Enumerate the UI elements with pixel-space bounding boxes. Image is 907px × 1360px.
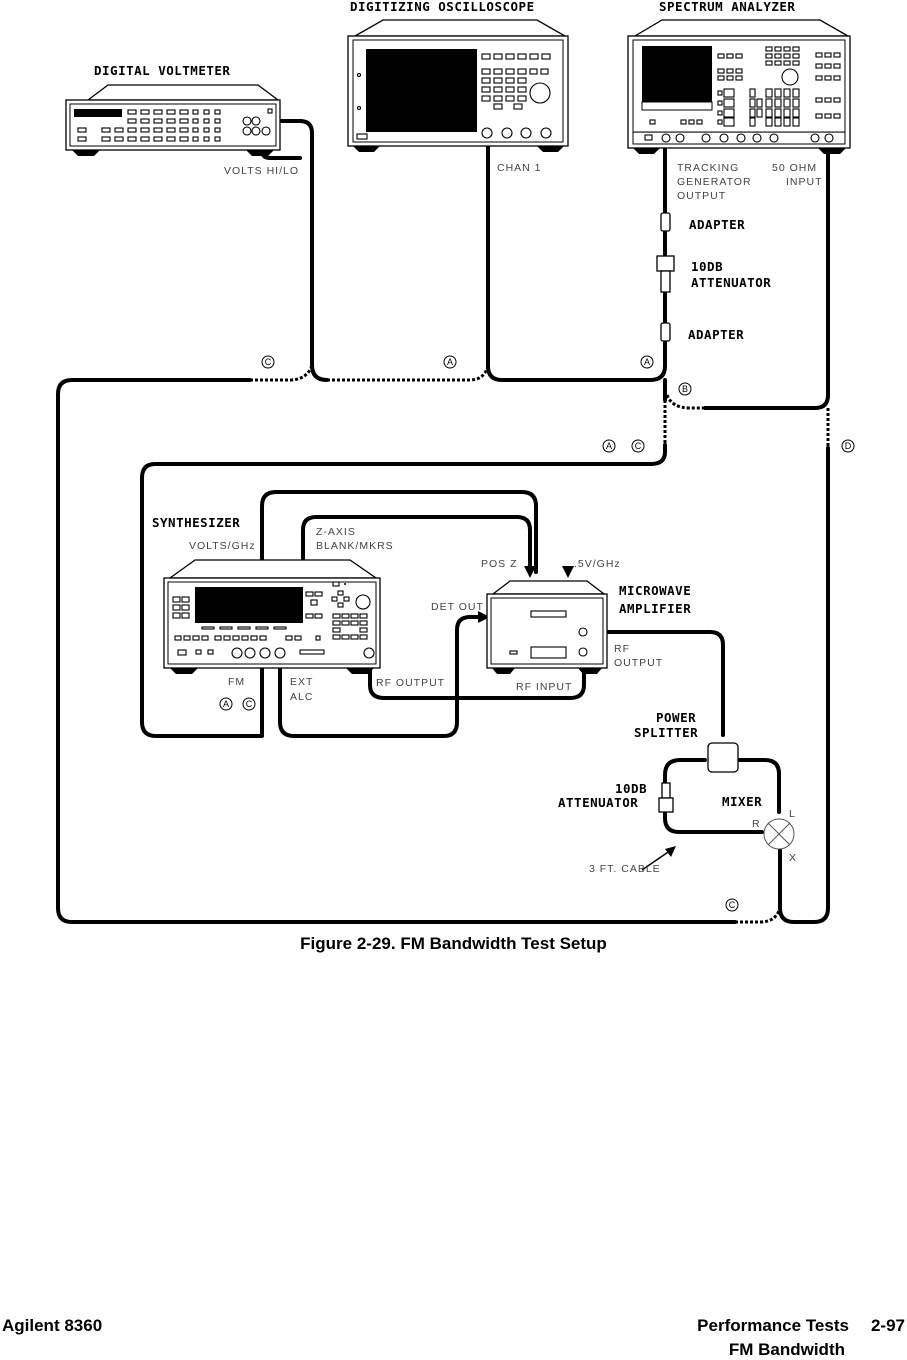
det-out-label: DET OUT bbox=[431, 601, 484, 613]
arrow-half-v-icon bbox=[562, 566, 574, 578]
marker-c-low: C bbox=[632, 440, 644, 452]
attenuator-top-label-1: 10DB bbox=[691, 259, 723, 274]
svg-text:A: A bbox=[606, 441, 612, 451]
adapter-attenuator-chain: ADAPTER 10DB ATTENUATOR ADAPTER bbox=[657, 213, 771, 342]
svg-text:B: B bbox=[682, 384, 688, 394]
footer-section-line: Performance Tests 2-97 bbox=[697, 1316, 905, 1336]
power-splitter-title-2: SPLITTER bbox=[634, 725, 698, 740]
amplifier-title-2: AMPLIFIER bbox=[619, 601, 691, 616]
svg-text:D: D bbox=[845, 441, 852, 451]
svg-text:C: C bbox=[265, 357, 272, 367]
mixer-icon bbox=[764, 819, 794, 849]
svg-text:C: C bbox=[635, 441, 642, 451]
marker-a-low: A bbox=[603, 440, 615, 452]
power-splitter-title-1: POWER bbox=[656, 710, 696, 725]
volts-hilo-label: VOLTS HI/LO bbox=[224, 165, 299, 177]
half-v-ghz-label: .5V/GHz bbox=[574, 558, 621, 570]
mixer-r-label: R bbox=[752, 818, 761, 830]
power-splitter-mixer-assembly: POWER SPLITTER 10DB ATTENUATOR MIXER R L… bbox=[558, 710, 797, 875]
attenuator-bottom-body bbox=[659, 798, 673, 812]
adapter-2-label: ADAPTER bbox=[688, 327, 744, 342]
adapter-1-label: ADAPTER bbox=[689, 217, 745, 232]
svg-text:C: C bbox=[246, 699, 253, 709]
cable-3ft bbox=[665, 813, 762, 832]
voltmeter-title: DIGITAL VOLTMETER bbox=[94, 63, 230, 78]
marker-b: B bbox=[679, 383, 691, 395]
z-axis-label-1: Z-AXIS bbox=[316, 526, 356, 538]
svg-text:A: A bbox=[644, 357, 650, 367]
tracking-generator-output-jack[interactable] bbox=[662, 134, 670, 142]
cable-b-dashed bbox=[667, 395, 705, 408]
adapter-bottom bbox=[661, 323, 670, 341]
footer-subsection: FM Bandwidth bbox=[729, 1340, 845, 1360]
attenuator-bottom-label-1: 10DB bbox=[615, 781, 647, 796]
synthesizer-ext-alc-jack[interactable] bbox=[275, 648, 285, 658]
ext-alc-label-2: ALC bbox=[290, 691, 313, 703]
amplifier-rf-input-jack[interactable] bbox=[579, 648, 587, 656]
svg-text:C: C bbox=[729, 900, 736, 910]
amplifier-title-1: MICROWAVE bbox=[619, 583, 691, 598]
attenuator-top-label-2: ATTENUATOR bbox=[691, 275, 771, 290]
oscilloscope-title: DIGITIZING OSCILLOSCOPE bbox=[350, 0, 535, 14]
figure-caption: Figure 2-29. FM Bandwidth Test Setup bbox=[0, 934, 907, 954]
attenuator-top-body bbox=[657, 256, 674, 271]
fm-bandwidth-test-setup-diagram: DIGITAL VOLTMETER VOLTS HI/LO DIGITIZING… bbox=[0, 0, 907, 940]
cable-note-label: 3 FT. CABLE bbox=[589, 863, 661, 875]
tracking-label-2: GENERATOR bbox=[677, 176, 752, 188]
volts-ghz-label: VOLTS/GHz bbox=[189, 540, 256, 552]
footer-product: Agilent 8360 bbox=[2, 1316, 102, 1336]
cable-c-bottom-dashed bbox=[735, 908, 780, 922]
marker-c-bottom: C bbox=[726, 899, 738, 911]
cable-d bbox=[780, 448, 828, 922]
adapter-top bbox=[661, 213, 670, 231]
svg-text:A: A bbox=[447, 357, 453, 367]
marker-a-right: A bbox=[641, 356, 653, 368]
voltmeter-lo-jack[interactable] bbox=[252, 127, 260, 135]
amp-rf-output-label-1: RF bbox=[614, 643, 630, 655]
digitizing-oscilloscope: DIGITIZING OSCILLOSCOPE CHAN 1 bbox=[348, 0, 568, 174]
cable-splitter-left bbox=[665, 760, 705, 785]
oscilloscope-chan1-jack[interactable] bbox=[482, 128, 492, 138]
pos-z-label: POS Z bbox=[481, 558, 518, 570]
cable-outer-c bbox=[58, 380, 735, 922]
amplifier-rf-output-jack[interactable] bbox=[579, 628, 587, 636]
mixer-l-label: L bbox=[789, 808, 796, 820]
marker-fm-a: A bbox=[220, 698, 232, 710]
amp-rf-output-label-2: OUTPUT bbox=[614, 657, 663, 669]
rf-input-label: RF INPUT bbox=[516, 681, 572, 693]
mixer-title: MIXER bbox=[722, 794, 762, 809]
marker-d: D bbox=[842, 440, 854, 452]
cable-a-dashed bbox=[327, 366, 488, 380]
spectrum-analyzer-50ohm-input-jack[interactable] bbox=[825, 134, 833, 142]
mixer-x-label: X bbox=[789, 852, 797, 864]
tracking-label-3: OUTPUT bbox=[677, 190, 726, 202]
microwave-amplifier: POS Z .5V/GHz DET OUT MICROWAVE AMPLIFIE… bbox=[431, 558, 691, 693]
synthesizer-title: SYNTHESIZER bbox=[152, 515, 240, 530]
ext-alc-label-1: EXT bbox=[290, 676, 313, 688]
marker-a-mid: A bbox=[444, 356, 456, 368]
ohm-label-1: 50 OHM bbox=[772, 162, 817, 174]
cable-outer-c-dashed bbox=[250, 366, 312, 380]
marker-fm-c: C bbox=[243, 698, 255, 710]
synthesizer: SYNTHESIZER VOLTS/GHz Z-AXIS BLANK/MKRS bbox=[152, 515, 445, 703]
spectrum-analyzer: SPECTRUM ANALYZER bbox=[628, 0, 850, 202]
chan1-label: CHAN 1 bbox=[497, 162, 542, 174]
digital-voltmeter: DIGITAL VOLTMETER VOLTS HI/LO bbox=[66, 63, 299, 177]
footer-section: Performance Tests bbox=[697, 1316, 849, 1335]
voltmeter-hi-jack[interactable] bbox=[252, 117, 260, 125]
fm-label: FM bbox=[228, 676, 245, 688]
tracking-label-1: TRACKING bbox=[677, 162, 739, 174]
cable-note-arrowhead-icon bbox=[665, 846, 676, 857]
synthesizer-fm-jack[interactable] bbox=[260, 648, 270, 658]
footer-page-number: 2-97 bbox=[871, 1316, 905, 1335]
synthesizer-rf-output-jack[interactable] bbox=[364, 648, 374, 658]
synth-rf-output-label: RF OUTPUT bbox=[376, 677, 445, 689]
ohm-label-2: INPUT bbox=[786, 176, 823, 188]
svg-text:A: A bbox=[223, 699, 229, 709]
attenuator-bottom-label-2: ATTENUATOR bbox=[558, 795, 638, 810]
spectrum-analyzer-title: SPECTRUM ANALYZER bbox=[659, 0, 795, 14]
power-splitter-body bbox=[708, 743, 738, 772]
marker-c-top: C bbox=[262, 356, 274, 368]
z-axis-label-2: BLANK/MKRS bbox=[316, 540, 394, 552]
